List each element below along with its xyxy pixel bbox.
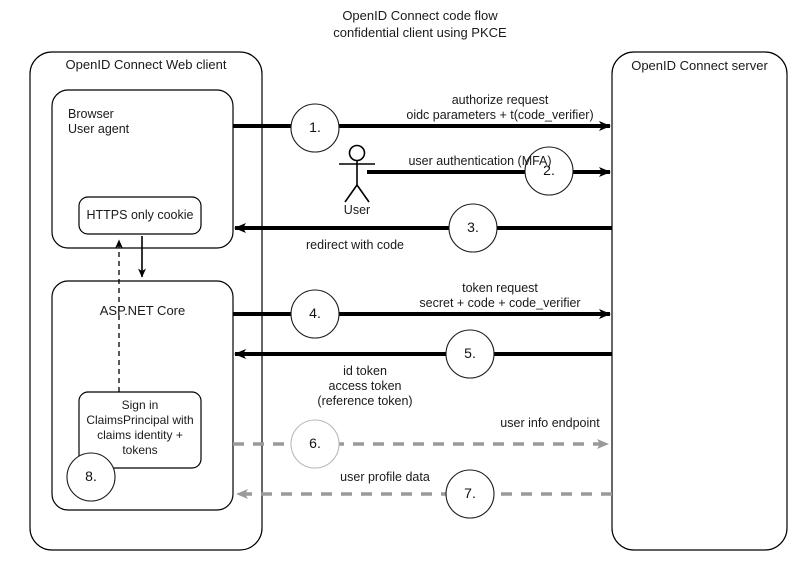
step-2-circle — [524, 146, 574, 196]
signin-box-label-line1: Sign in — [121, 398, 159, 412]
step-1-label-line2: oidc parameters + t(code_verifier) — [406, 108, 594, 122]
step-1-label-line1: authorize request — [451, 93, 549, 107]
actor-user-label: User — [343, 203, 371, 217]
signin-box-label-line4: tokens — [122, 443, 158, 457]
step-8-circle — [66, 452, 116, 502]
signin-box-label-line3: claims identity + — [97, 428, 183, 442]
step-1-circle — [290, 103, 340, 153]
diagram-title-line1: OpenID Connect code flow — [342, 8, 498, 23]
step-5-label-line2: access token — [328, 379, 402, 393]
cookie-box-label: HTTPS only cookie — [86, 208, 194, 222]
step-4-label-line2: secret + code + code_verifier — [419, 296, 581, 310]
browser-box-label-line2: User agent — [68, 122, 130, 136]
step-4-label-line1: token request — [462, 281, 538, 295]
server-container-label: OpenID Connect server — [631, 58, 768, 73]
server-container-shape — [611, 51, 788, 551]
step-5-circle — [445, 329, 495, 379]
step-7-circle — [445, 469, 495, 519]
step-6-circle — [290, 419, 340, 469]
cookie-box-shape — [78, 196, 202, 235]
step-5-number: 5. — [464, 345, 476, 361]
step-6-number: 6. — [309, 435, 321, 451]
step-7-label-line1: user profile data — [340, 470, 430, 484]
step-5-label-line1: id token — [343, 364, 387, 378]
client-container-label: OpenID Connect Web client — [65, 57, 227, 72]
step-3-label-line1: redirect with code — [306, 238, 404, 252]
browser-box-label-line1: Browser — [68, 107, 114, 121]
signin-box-label-line2: ClaimsPrincipal with — [86, 413, 194, 427]
step-3-circle — [448, 203, 498, 253]
step-1-number: 1. — [309, 119, 321, 135]
diagram-title-line2: confidential client using PKCE — [333, 25, 507, 40]
step-8-number: 8. — [85, 468, 97, 484]
step-5-label-line3: (reference token) — [317, 394, 413, 408]
step-4-circle — [290, 289, 340, 339]
step-2-label-line1: user authentication (MFA) — [408, 154, 552, 168]
step-4-number: 4. — [309, 305, 321, 321]
stick-figure-icon — [339, 144, 375, 203]
step-2-number: 2. — [543, 162, 555, 178]
step-6-label-line1: user info endpoint — [500, 416, 600, 430]
step-3-number: 3. — [467, 219, 479, 235]
signin-box-shape — [78, 391, 202, 469]
step-7-number: 7. — [464, 485, 476, 501]
aspnet-box-label: ASP.NET Core — [99, 303, 186, 318]
